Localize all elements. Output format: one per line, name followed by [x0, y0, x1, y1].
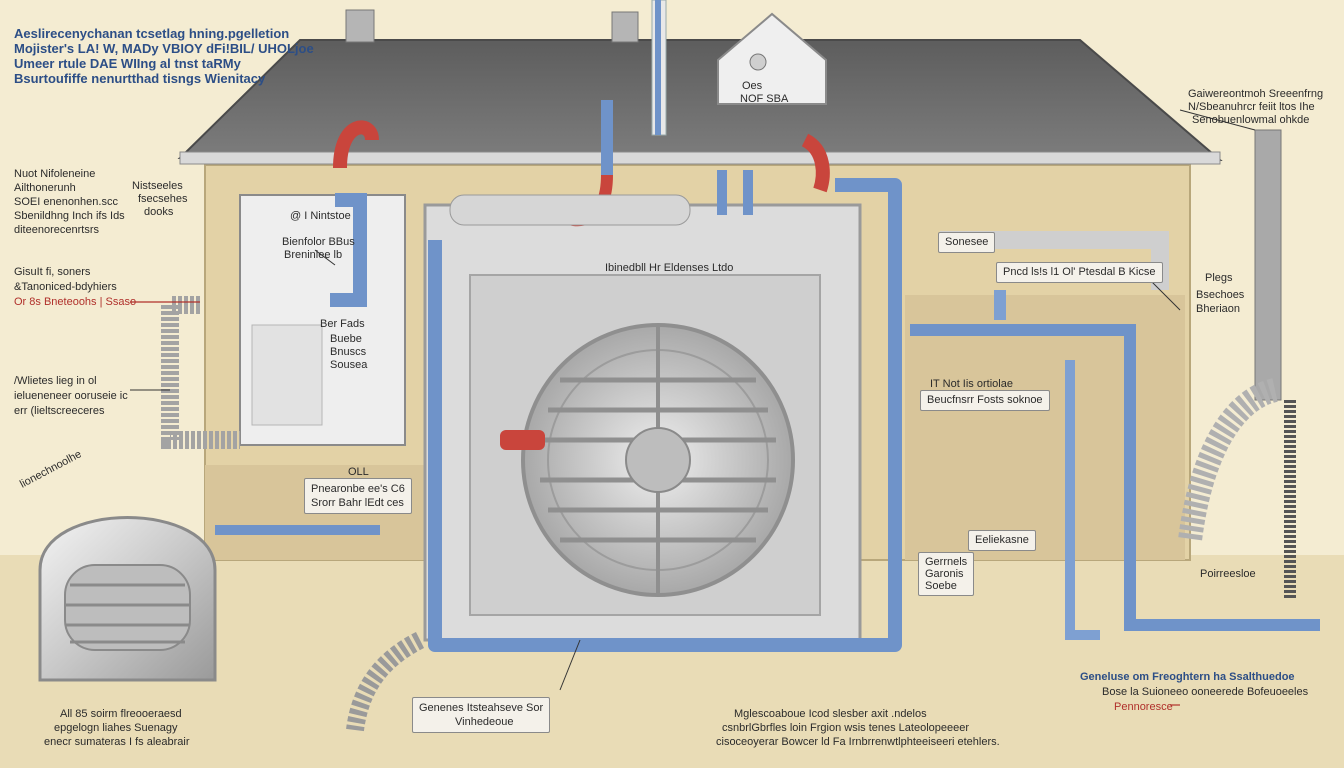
furnace-label-7: Sousea [330, 359, 368, 371]
bottom-left-label-3: enecr sumateras I fs aleabrair [44, 736, 190, 748]
bottom-right-label-2: Bose la Suioneeo ooneerede Bofeuoeeles [1102, 686, 1309, 698]
bottom-right-label-3: Pennoresce [1114, 701, 1173, 713]
left-label-c-1: /Wlietes lieg in ol [14, 375, 97, 387]
bottom-center-label-1: Genenes Itsteahseve Sor [419, 702, 544, 714]
right-floor-label: Poirreesloe [1200, 568, 1256, 580]
furnace-supply [330, 193, 367, 307]
top-duct [449, 194, 691, 226]
return-bend-left [333, 120, 379, 169]
furnace-label-3: Breninlee lb [284, 249, 343, 261]
bottom-center-label-2: Vinhedeoue [455, 716, 514, 728]
left-label-b-3: Or 8s Bneteoohs | Ssaso [14, 296, 137, 308]
flue-label-3: dooks [144, 206, 174, 218]
left-label-a-4: Sbenildhng Inch ifs Ids [14, 210, 125, 222]
supply-duct-right [910, 324, 1320, 631]
bottom-center-box: Genenes Itsteahseve Sor Vinhedeoue [412, 697, 551, 733]
bottom-left-label-2: epgelogn liahes Suenagy [54, 722, 178, 734]
right-mid-label-1: IT Not Iis ortiolae [930, 378, 1013, 390]
flue-label-1: Nistseeles [132, 180, 183, 192]
left-label-c-3: err (lieltscreeceres [14, 405, 105, 417]
furnace-label-4: Ber Fads [320, 318, 365, 330]
air-handler-label: Ibinedbll Hr Eldenses Ltdo [605, 262, 734, 274]
left-label-b-2: &Tanoniced-bdyhiers [14, 281, 117, 293]
leader-lines [130, 109, 1256, 706]
mid-box-label-3: Srorr Bahr lEdt ces [311, 497, 404, 509]
right-side-label-2: Bsechoes [1196, 289, 1245, 301]
left-label-c-2: ielueneneer ooruseie ic [14, 390, 128, 402]
furnace-label-2: Bienfolor BBus [282, 236, 355, 248]
furnace-label-6: Bnuscs [330, 346, 367, 358]
bottom-mid-label-1: Mglescoaboue Icod slesber axit .ndelos [734, 708, 927, 720]
left-label-a-3: SOEI enenonhen.scc [14, 196, 118, 208]
chimney-icon [345, 0, 667, 136]
bottom-mid-label-3: cisoceoyerar Bowcer ld Fa Irnbrrenwtlpht… [716, 736, 1000, 748]
left-label-a-5: diteenorecenrtsrs [14, 224, 99, 236]
right-low-label-4: Soebe [925, 580, 957, 592]
top-left-caption-4: Bsurtoufiffe nenurtthad tisngs Wienitacy [14, 71, 266, 86]
return-stub [500, 430, 545, 450]
fan-icon [521, 323, 795, 597]
top-left-caption-3: Umeer rtule DAE WIIng al tnst taRMy [14, 56, 241, 71]
right-low-label-3: Garonis [925, 568, 964, 580]
flue-label-2: fsecsehes [138, 193, 188, 205]
flex-duct-right [1178, 378, 1279, 542]
furnace-label-1: @ I Nintstoe [290, 210, 351, 222]
supply-branch [1065, 360, 1100, 640]
roof [177, 39, 1223, 162]
right-low-label-2: Gerrnels [925, 556, 968, 568]
thermostat-icon [717, 12, 827, 105]
mid-box: Pnearonbe ee's C6 Srorr Bahr lEdt ces [304, 478, 412, 514]
gutter [179, 151, 1221, 165]
left-label-a-1: Nuot Nifoleneine [14, 168, 96, 180]
right-mid-label-2: Beucfnsrr Fosts soknoe [920, 390, 1050, 411]
mid-box-label-1: OLL [348, 466, 369, 478]
bottom-mid-label-2: csnbrlGbrfles loin Frgion wsis tenes Lat… [722, 722, 970, 734]
furnace-label-5: Buebe [330, 333, 362, 345]
roof-supply-pair [717, 170, 753, 215]
right-low-box: Gerrnels Garonis Soebe [918, 552, 975, 596]
inner-wall-right [905, 295, 1185, 560]
mid-box-label-2: Pnearonbe ee's C6 [311, 483, 405, 495]
right-box-label-2: Pncd ls!s l1 Ol' Ptesdal B Kicse [996, 262, 1163, 283]
flex-duct-bottom [346, 631, 425, 732]
roof-box-label-2: NOF SBA [740, 93, 789, 105]
floor-register [38, 516, 217, 682]
furnace-panel [251, 324, 323, 426]
top-left-caption-2: Mojister's LA! W, MADy VBIOY dFi!BIL/ UH… [14, 41, 314, 56]
right-top-label-1: Gaiwereontmoh Sreeenfrng [1188, 88, 1324, 100]
left-label-a-2: Ailthonerunh [14, 182, 76, 194]
bottom-left-label-1: All 85 soirm flreooeraesd [60, 708, 182, 720]
flex-duct-left [161, 296, 240, 449]
left-label-b-1: GisuIt fi, soners [14, 266, 91, 278]
right-top-label-3: Senobuenlowmal ohkde [1192, 114, 1310, 126]
bottom-right-label-1: Geneluse om Freoghtern ha Ssalthuedoe [1080, 671, 1295, 683]
exhaust-stack [1254, 129, 1282, 401]
right-side-label-3: Bheriaon [1196, 303, 1241, 315]
right-low-label: Eeliekasne [968, 530, 1036, 551]
right-box-label-1: Sonesee [938, 232, 996, 253]
right-side-label-1: Plegs [1205, 272, 1233, 284]
roof-box-label-1: Oes [742, 80, 763, 92]
right-top-label-2: N/Sbeanuhrcr feiit ltos Ihe [1188, 101, 1315, 113]
return-bend-right [801, 133, 830, 193]
supply-duct [428, 178, 902, 652]
top-left-caption-1: Aeslirecenychanan tcsetlag hning.pgellet… [14, 26, 290, 41]
